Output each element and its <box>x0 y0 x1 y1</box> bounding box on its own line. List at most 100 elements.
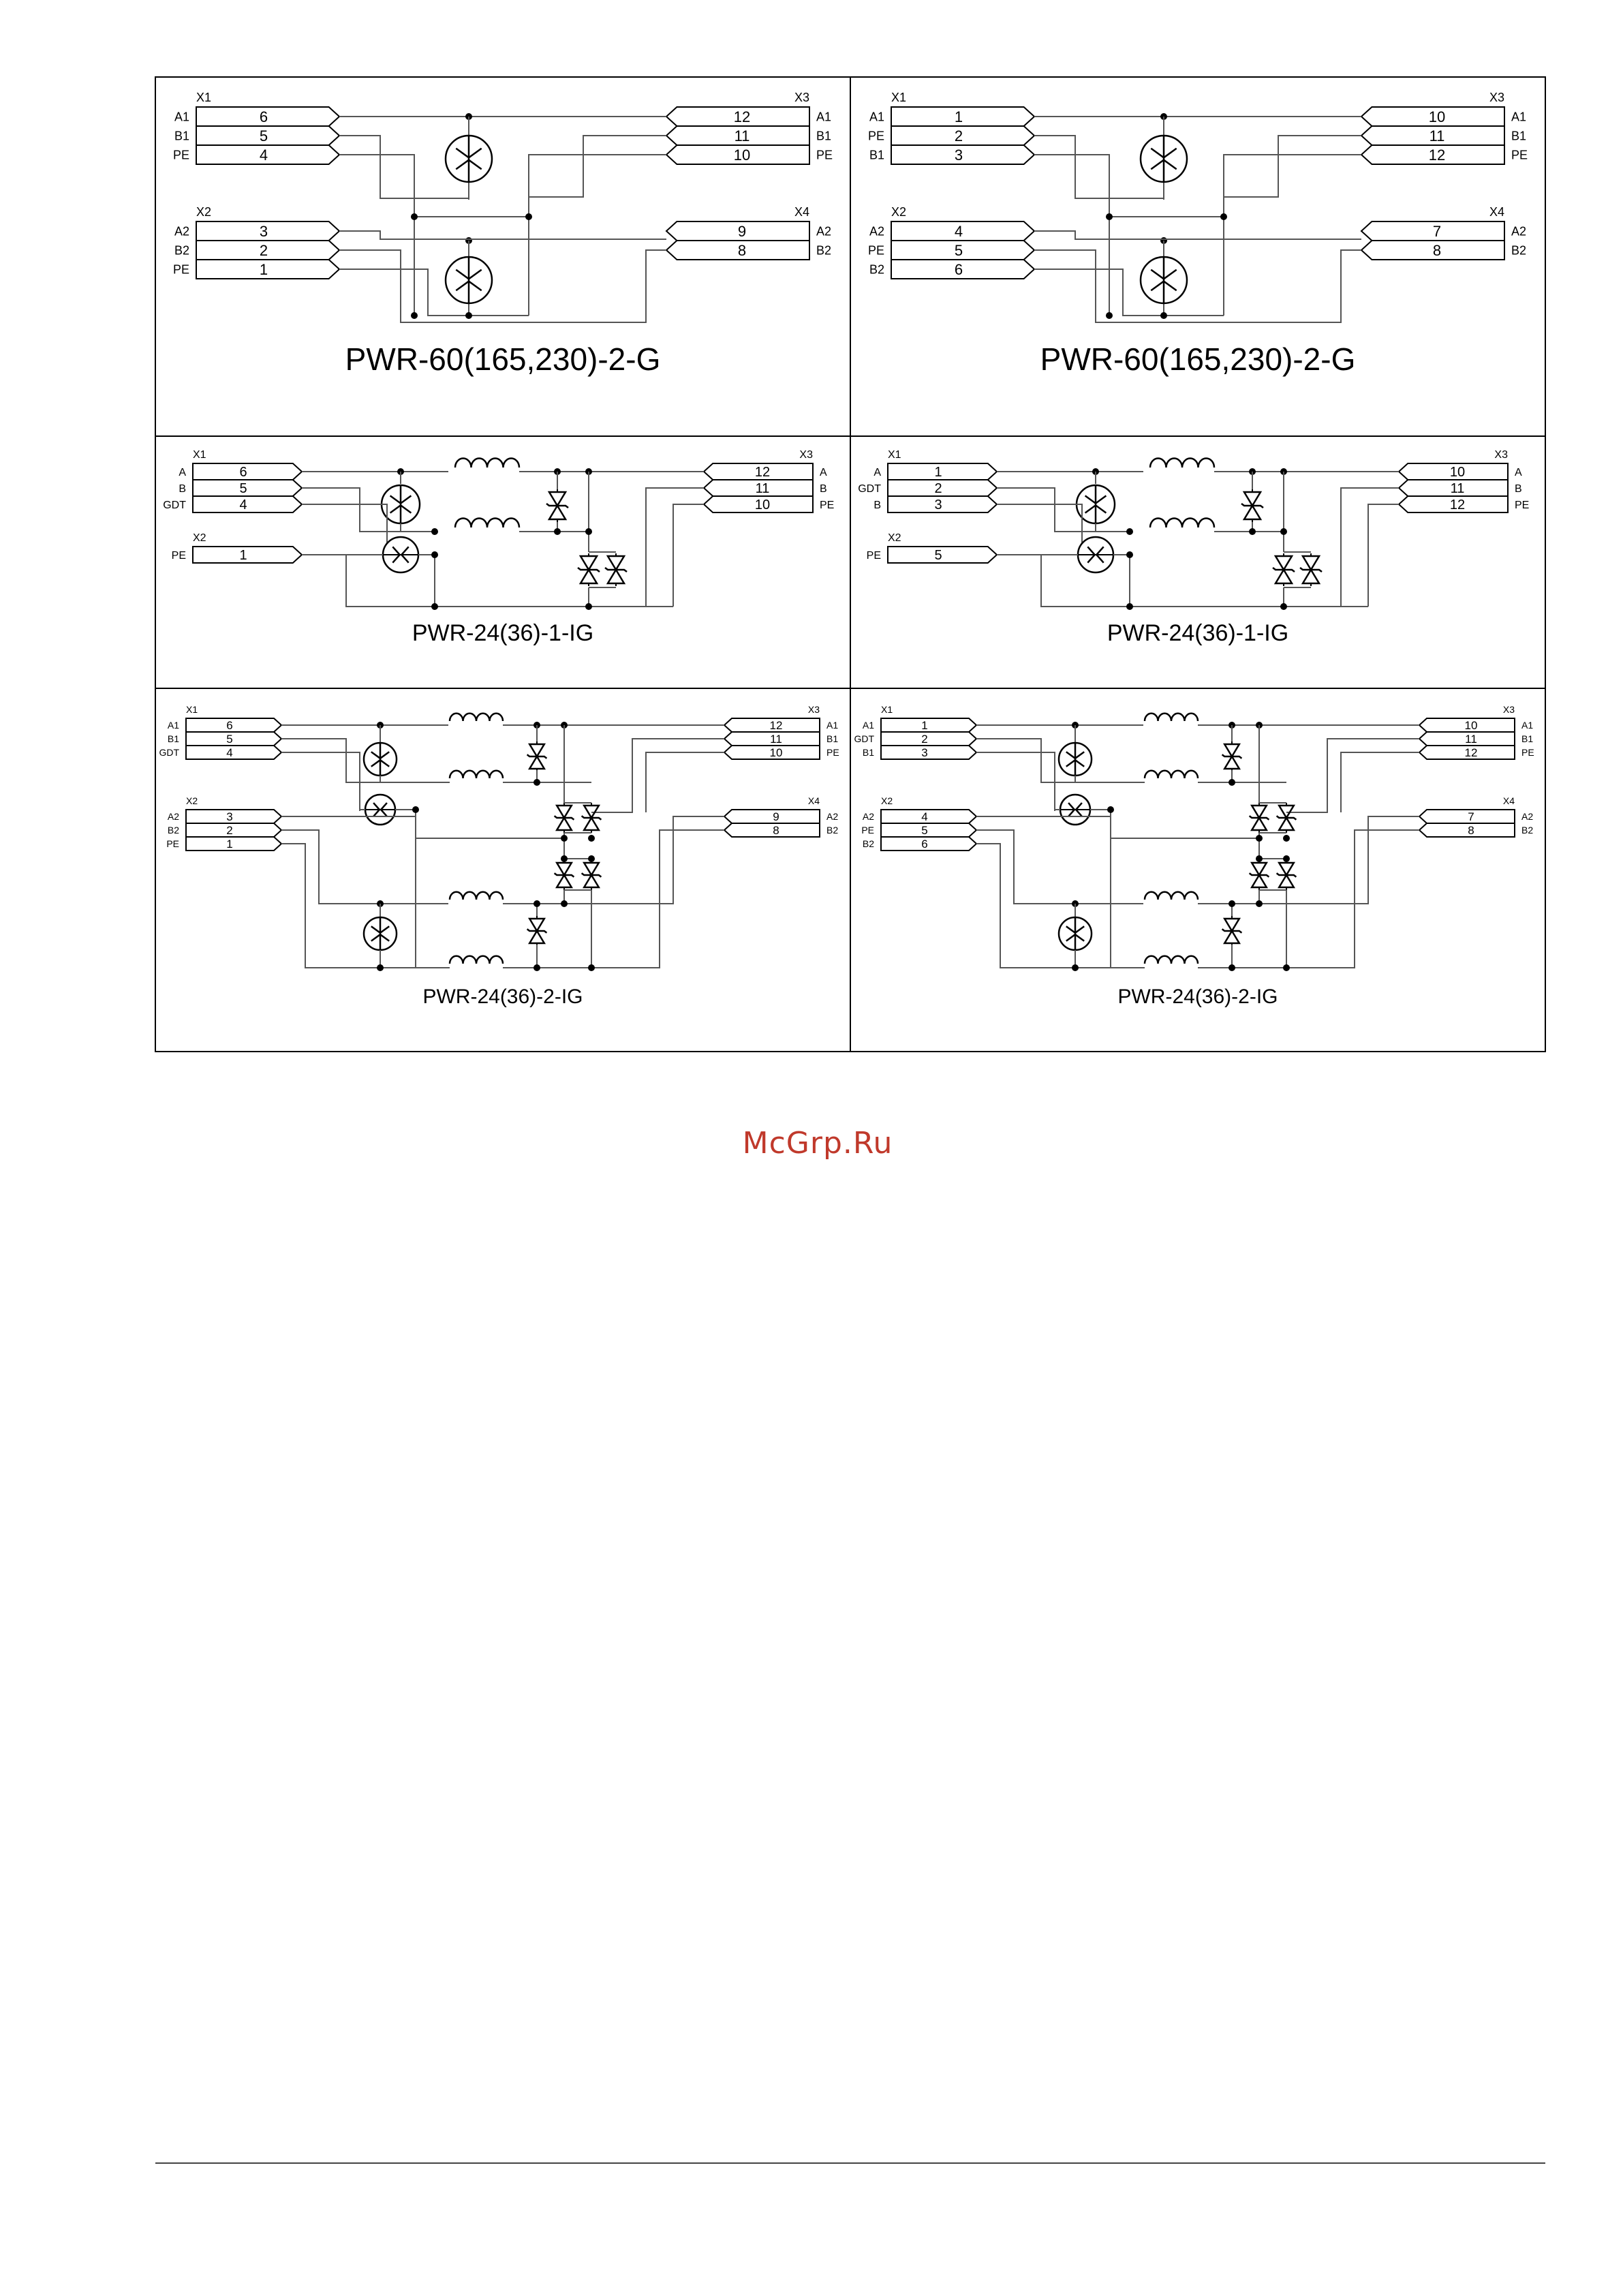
connector-pin-box <box>196 125 341 146</box>
tvs-diode <box>553 803 575 833</box>
pin-number: 5 <box>239 481 247 496</box>
diode-bar <box>526 928 548 934</box>
wire <box>339 135 469 199</box>
diode-triangle <box>1273 568 1294 585</box>
connector-name: X3 <box>1494 449 1508 461</box>
pin-number: 1 <box>260 261 268 278</box>
diode-bar <box>546 503 569 508</box>
connector-pin-box <box>1397 479 1509 497</box>
junction-dot <box>1228 964 1235 971</box>
pin-number: 5 <box>260 127 268 144</box>
tvs-diode <box>1221 916 1243 946</box>
connector-pin-box <box>1418 731 1515 746</box>
junction-dot <box>534 964 540 971</box>
pin-number: 4 <box>239 498 247 512</box>
pin-number: 8 <box>773 824 779 837</box>
connector-pin-box <box>723 718 820 733</box>
diode-bar <box>1276 872 1297 878</box>
junction-dot <box>1228 779 1235 786</box>
inductor-coil <box>1143 891 1199 900</box>
tvs-diode <box>553 860 575 890</box>
terminal-label: B1 <box>1521 733 1533 744</box>
junction-dot <box>588 855 595 862</box>
diode-triangle <box>582 873 601 889</box>
gdt-arrow <box>389 495 412 505</box>
terminal-label: A2 <box>816 224 831 238</box>
tvs-diode <box>526 741 548 771</box>
connector-name: X1 <box>881 704 893 715</box>
junction-dot <box>1283 855 1290 862</box>
terminal-label: PE <box>861 825 874 836</box>
pin-number: 11 <box>756 481 770 496</box>
junction-dot <box>412 806 419 813</box>
connector-pin-box <box>665 240 810 260</box>
diode-triangle <box>555 861 574 877</box>
terminal-label: B1 <box>863 747 874 758</box>
diode-triangle <box>1250 873 1269 889</box>
gdt-arrow <box>380 802 388 817</box>
gdt-arrow <box>371 925 390 934</box>
diode-triangle <box>555 804 574 820</box>
connector-name: X1 <box>196 91 211 104</box>
tvs-diode <box>1276 860 1297 890</box>
terminal-label: A1 <box>869 110 884 123</box>
connector-pin-box <box>185 836 283 851</box>
junction-dot <box>588 835 595 842</box>
pin-number: 11 <box>1451 481 1465 496</box>
junction-dot <box>411 312 418 319</box>
pin-number: 12 <box>734 108 750 125</box>
inductor-coil <box>1149 517 1216 528</box>
inductor-winding <box>1143 955 1199 964</box>
junction-dot <box>1256 855 1263 862</box>
wire <box>529 135 666 198</box>
junction-dot <box>377 964 384 971</box>
connector-pin-box <box>1360 106 1505 127</box>
connector-pin-box <box>1360 144 1505 165</box>
diode-bar <box>553 815 575 821</box>
connector-pin-box <box>185 745 283 760</box>
pin-number: 3 <box>934 498 942 512</box>
terminal-label: A2 <box>863 811 874 822</box>
wire <box>281 752 360 811</box>
pin-number: 12 <box>755 465 770 480</box>
wire <box>339 249 666 323</box>
tvs-diode <box>581 803 602 833</box>
panel-title: PWR-60(165,230)-2-G <box>1040 341 1356 377</box>
terminal-label: PE <box>820 500 834 511</box>
pin-number: 1 <box>239 548 247 563</box>
junction-dot <box>1249 528 1256 535</box>
gdt-arrow <box>389 504 412 514</box>
gdt-arrow <box>392 546 401 564</box>
pin-number: 4 <box>226 746 232 759</box>
connector-pin-box <box>1360 240 1505 260</box>
pin-number: 11 <box>1429 127 1445 144</box>
terminal-label: A <box>874 467 881 478</box>
connector-pin-box <box>1418 718 1515 733</box>
connector-pin-box <box>196 259 341 279</box>
terminal-label: A2 <box>826 811 838 822</box>
pin-number: 6 <box>921 838 927 851</box>
connector-name: X1 <box>193 449 206 461</box>
diode-triangle <box>1277 873 1296 889</box>
junction-dot <box>1256 835 1263 842</box>
terminal-label: B1 <box>1511 129 1526 142</box>
diode-triangle <box>527 917 546 933</box>
tvs-diode <box>604 553 628 586</box>
junction-dot <box>1160 312 1167 319</box>
connector-pin-box <box>880 823 978 838</box>
terminal-label: B2 <box>826 825 838 836</box>
pin-number: 1 <box>955 108 963 125</box>
gdt-arrow <box>455 159 482 170</box>
terminal-label: PE <box>1521 747 1534 758</box>
connector-pin-box <box>192 495 303 513</box>
wire <box>589 487 704 607</box>
gas-discharge-tube <box>1059 793 1092 826</box>
connector-pin-box <box>891 259 1036 279</box>
junction-dot <box>1107 806 1114 813</box>
wire <box>1034 135 1164 199</box>
